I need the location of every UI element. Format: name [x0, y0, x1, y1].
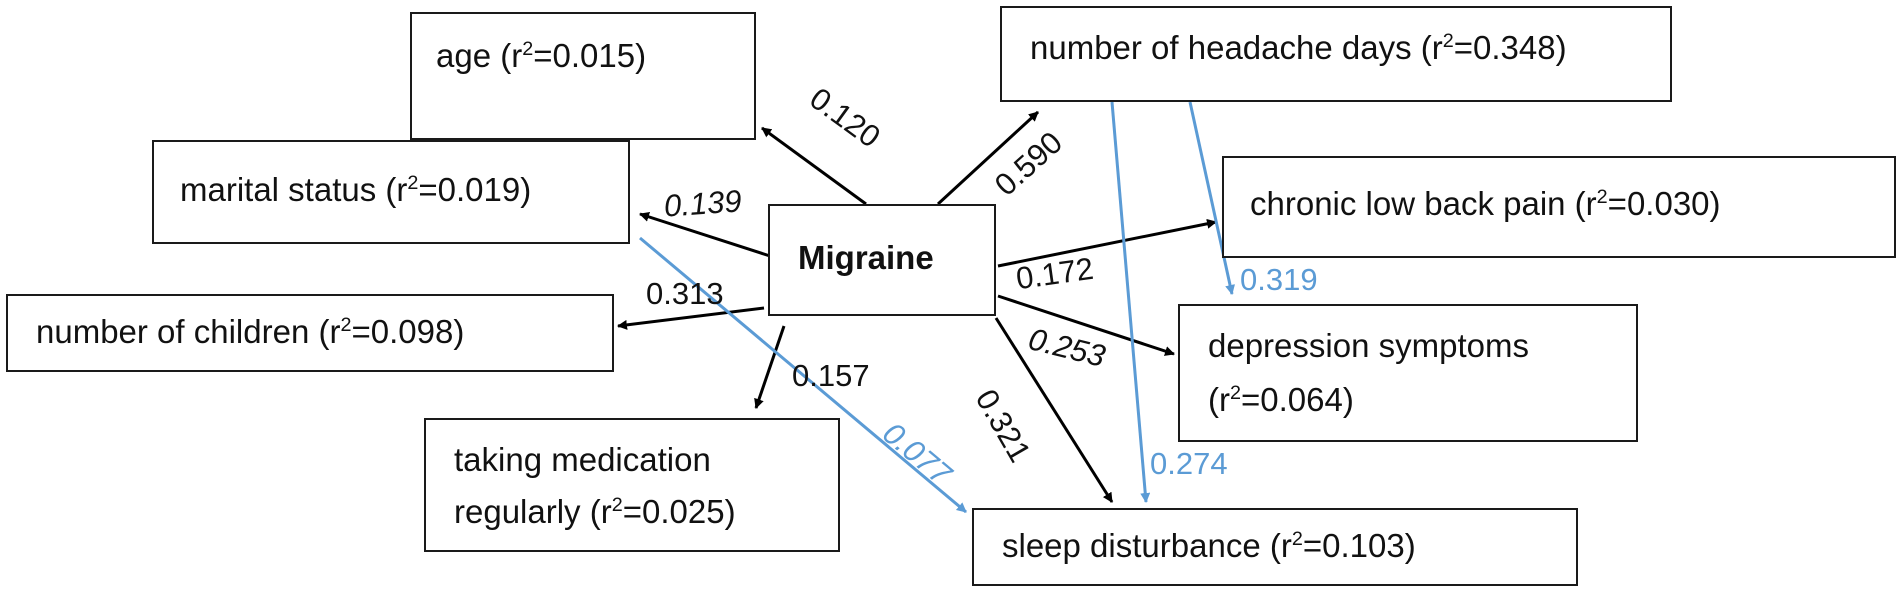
arrow-migraine-sleep — [994, 317, 1114, 503]
node-sleep-label: sleep disturbance (r — [1002, 527, 1292, 564]
node-migraine: Migraine — [768, 204, 996, 316]
node-marital-status: marital status (r2=0.019) — [152, 140, 630, 244]
node-headache-days-label: number of headache days (r — [1030, 29, 1443, 66]
node-sleep: sleep disturbance (r2=0.103) — [972, 508, 1578, 586]
arrow-migraine-age — [761, 126, 867, 206]
node-back-pain-label: chronic low back pain (r — [1250, 185, 1597, 222]
node-children: number of children (r2=0.098) — [6, 294, 614, 372]
node-age: age (r2=0.015) — [410, 12, 756, 140]
node-marital-label: marital status (r — [180, 171, 408, 208]
coef-medication: 0.157 — [792, 358, 870, 393]
coef-headache-sleep: 0.274 — [1150, 446, 1228, 481]
node-headache-days: number of headache days (r2=0.348) — [1000, 6, 1672, 102]
node-children-label: number of children (r — [36, 313, 341, 350]
arrow-migraine-headache-days — [936, 110, 1040, 206]
arrow-migraine-depression — [997, 294, 1175, 356]
node-medication-line1: taking medication — [454, 441, 711, 478]
coef-children: 0.313 — [646, 276, 724, 311]
arrow-headache-days-sleep — [1110, 101, 1151, 503]
node-age-label: age (r — [436, 37, 523, 74]
arrow-marital-sleep — [639, 236, 967, 514]
node-migraine-label: Migraine — [798, 239, 934, 276]
arrow-migraine-children — [617, 306, 765, 330]
node-depression-line1: depression symptoms — [1208, 327, 1529, 364]
arrow-headache-days-depression — [1188, 101, 1235, 295]
node-depression: depression symptoms (r2=0.064) — [1178, 304, 1638, 442]
coef-headache-depression: 0.319 — [1240, 262, 1318, 297]
node-back-pain: chronic low back pain (r2=0.030) — [1222, 156, 1896, 258]
coef-marital: 0.139 — [662, 183, 743, 224]
arrow-migraine-back-pain — [997, 218, 1217, 268]
node-medication: taking medication regularly (r2=0.025) — [424, 418, 840, 552]
arrow-migraine-medication — [754, 325, 786, 409]
arrow-migraine-marital — [639, 212, 771, 258]
